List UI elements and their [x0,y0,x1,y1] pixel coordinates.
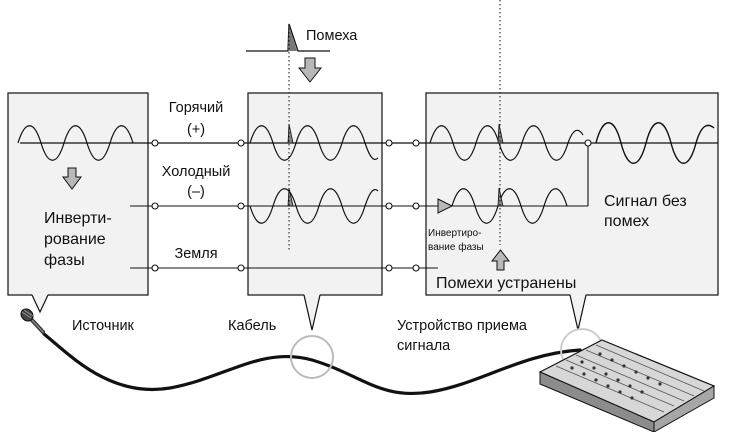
cold-label: Холодный [162,164,231,180]
clean-signal-wave [595,122,715,164]
clean-signal-label-2: помех [604,213,649,230]
microphone-icon [20,308,45,334]
cable-hot-wave [249,125,379,161]
noise-down-arrow [297,57,323,83]
receiver-box [425,92,719,296]
cable-label: Кабель [228,318,276,334]
source-label: Источник [72,318,135,334]
invert-label-1: Инверти- [44,210,112,227]
hot-sign-label: (+) [187,122,205,138]
ground-label: Земля [174,246,217,262]
source-hot-wave [17,125,134,161]
receiver-label-2: сигнала [397,338,451,354]
invert-label-2: рование [44,231,106,248]
cable-callout [303,294,321,331]
cable-box [247,92,383,296]
receiver-invert-label-2: вание фазы [428,241,484,253]
clean-signal-label-1: Сигнал без [604,193,687,210]
cold-sign-label: (–) [187,184,205,200]
noise-label: Помеха [306,28,358,44]
cable-highlight-circle [290,335,334,379]
inverter-triangle [437,198,454,214]
invert-label-3: фазы [44,252,85,269]
receiver-hot-wave [429,125,584,161]
invert-down-arrow [62,167,82,190]
cable-cold-wave [249,188,379,224]
receiver-invert-label-1: Инвертиро- [428,228,481,239]
mixer-console-icon [538,339,716,432]
hot-label: Горячий [169,100,223,116]
noise-pulse-fill [288,26,297,51]
receiver-inverted-wave [451,188,568,224]
wire-terminals [151,139,592,272]
cable-line [42,332,582,395]
receiver-callout [569,294,587,331]
source-callout [31,294,49,314]
noise-removed-up-arrow [490,249,511,271]
receiver-label-1: Устройство приема [397,318,528,334]
noise-removed-label: Помехи устранены [436,275,576,292]
